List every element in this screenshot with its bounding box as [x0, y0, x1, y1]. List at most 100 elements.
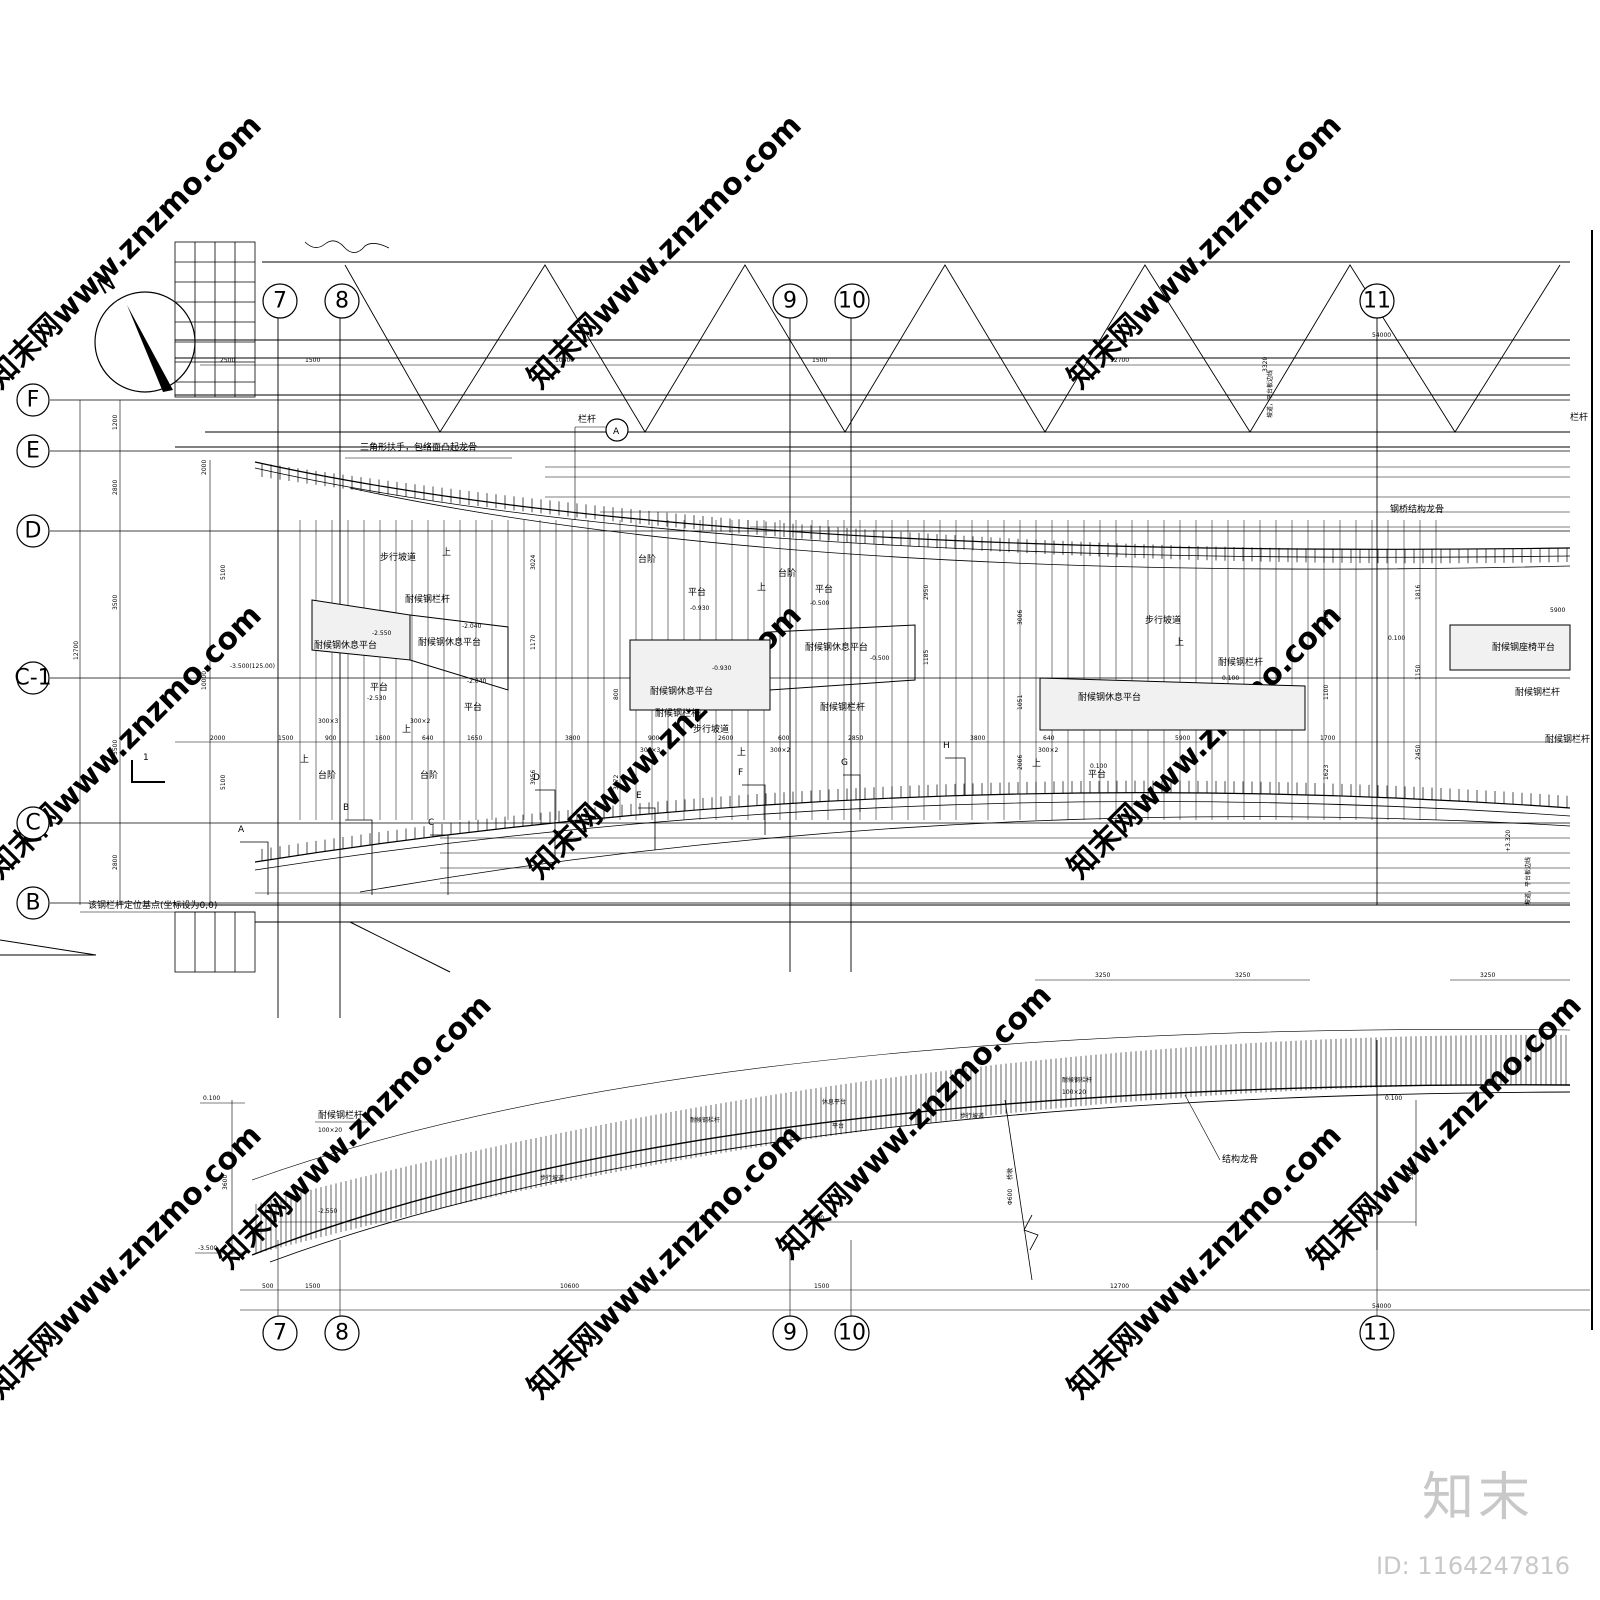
- axis-bubble-10: 10: [834, 283, 870, 319]
- svg-text:5900: 5900: [1550, 607, 1565, 614]
- svg-text:3250: 3250: [1235, 972, 1250, 979]
- svg-text:步行坡道: 步行坡道: [380, 551, 416, 563]
- svg-text:-3.500(125.00): -3.500(125.00): [230, 663, 275, 670]
- svg-text:3800: 3800: [970, 735, 985, 742]
- svg-text:10: 10: [838, 1321, 866, 1346]
- svg-text:E: E: [26, 439, 40, 464]
- svg-text:2950: 2950: [923, 585, 930, 600]
- svg-text:C: C: [428, 818, 434, 828]
- svg-text:300×3: 300×3: [318, 718, 338, 725]
- plan-labels: 三角形扶手，包络面凸起龙骨 栏杆 A 步行坡道 上 耐候钢栏杆 耐候钢休息平台 …: [80, 370, 1590, 913]
- axis-bubble-7-bottom: 7: [262, 1315, 298, 1351]
- svg-text:300×2: 300×2: [1038, 747, 1058, 754]
- svg-text:结构龙骨: 结构龙骨: [1222, 1153, 1258, 1165]
- svg-text:1500: 1500: [278, 735, 293, 742]
- svg-text:2000: 2000: [201, 460, 208, 475]
- column-axes: [277, 318, 1378, 1018]
- svg-text:上: 上: [737, 747, 746, 758]
- svg-text:B: B: [25, 891, 40, 916]
- svg-text:桥墩: 桥墩: [1006, 1168, 1014, 1180]
- section-view: 7 8 9 10 11 耐候钢栏杆 100×20 步行坡道 耐候钢栏杆 休息平台…: [195, 1029, 1590, 1351]
- axis-bubble-9: 9: [772, 283, 808, 319]
- svg-text:耐候钢休息平台: 耐候钢休息平台: [314, 639, 377, 651]
- svg-text:耐候钢栏杆: 耐候钢栏杆: [318, 1109, 363, 1121]
- svg-text:-2.040: -2.040: [462, 623, 482, 630]
- svg-text:1500: 1500: [305, 1283, 320, 1290]
- svg-text:2000: 2000: [210, 735, 225, 742]
- svg-text:0.100: 0.100: [203, 1095, 220, 1102]
- svg-text:10: 10: [838, 289, 866, 314]
- svg-text:耐候钢栏杆: 耐候钢栏杆: [405, 593, 450, 605]
- section-dimensions: 3600 27000 2945 500 1500 10600 1500 1270…: [222, 1165, 1415, 1310]
- svg-text:H: H: [943, 741, 950, 751]
- svg-text:上: 上: [402, 724, 411, 735]
- svg-text:2560: 2560: [1323, 610, 1330, 625]
- svg-text:坡道，平台板边线: 坡道，平台板边线: [1266, 370, 1274, 418]
- svg-text:27000: 27000: [805, 1215, 824, 1222]
- svg-text:2945: 2945: [1408, 1165, 1415, 1180]
- axis-bubble-e: E: [16, 434, 50, 468]
- site-watermark: 知末网www.znzmo.com: [1301, 988, 1589, 1276]
- svg-text:该钢栏杆定位基点(坐标设为0,0): 该钢栏杆定位基点(坐标设为0,0): [88, 899, 217, 911]
- svg-text:2850: 2850: [848, 735, 863, 742]
- svg-text:1051: 1051: [1017, 695, 1024, 710]
- section-elevations: 0.100 -3.500 -2.550 0.100: [195, 1095, 1402, 1254]
- svg-text:Φ600: Φ600: [1007, 1189, 1014, 1205]
- svg-text:A: A: [613, 427, 620, 437]
- site-watermark: 知末网www.znzmo.com: [521, 1118, 809, 1406]
- site-watermark: 知末网www.znzmo.com: [1061, 108, 1349, 396]
- svg-text:平台: 平台: [1088, 768, 1106, 780]
- svg-text:1500: 1500: [814, 1283, 829, 1290]
- axis-bubble-11-bottom: 11: [1359, 1315, 1395, 1351]
- svg-text:-2.530: -2.530: [367, 695, 387, 702]
- svg-text:上: 上: [757, 582, 766, 593]
- svg-text:2800: 2800: [112, 480, 119, 495]
- svg-text:上: 上: [300, 754, 309, 765]
- svg-text:耐候钢休息平台: 耐候钢休息平台: [805, 641, 868, 653]
- svg-text:1600: 1600: [375, 735, 390, 742]
- brand-watermark: 知末: [1421, 1468, 1534, 1528]
- svg-text:3250: 3250: [1095, 972, 1110, 979]
- axis-bubble-c: C: [16, 806, 50, 840]
- svg-text:9: 9: [783, 1321, 797, 1346]
- svg-text:11: 11: [1363, 289, 1391, 314]
- svg-text:2800: 2800: [112, 855, 119, 870]
- svg-text:10600: 10600: [555, 357, 574, 364]
- svg-text:100×20: 100×20: [318, 1127, 342, 1134]
- section-cut-letters: A B C D E F G H: [238, 741, 950, 835]
- svg-text:500: 500: [262, 1283, 274, 1290]
- svg-text:平台: 平台: [464, 701, 482, 713]
- svg-text:-3.500: -3.500: [198, 1245, 218, 1252]
- svg-text:2600: 2600: [718, 735, 733, 742]
- svg-text:300×3: 300×3: [640, 747, 660, 754]
- svg-text:1500: 1500: [812, 357, 827, 364]
- svg-text:3600: 3600: [222, 1175, 229, 1190]
- axis-bubble-8: 8: [324, 283, 360, 319]
- svg-text:1650: 1650: [467, 735, 482, 742]
- svg-text:900: 900: [325, 735, 337, 742]
- svg-text:上: 上: [1032, 758, 1041, 769]
- svg-text:0.100: 0.100: [1385, 1095, 1402, 1102]
- svg-text:0.100: 0.100: [1222, 675, 1239, 682]
- svg-text:54000: 54000: [1372, 332, 1391, 339]
- svg-text:坡道，平台板边线: 坡道，平台板边线: [1524, 857, 1532, 905]
- svg-text:步行坡道: 步行坡道: [693, 723, 729, 735]
- plan-view: N F E D C-1: [0, 240, 1590, 1018]
- site-grid: [174, 240, 390, 973]
- svg-text:台阶: 台阶: [638, 553, 656, 565]
- svg-text:2500: 2500: [220, 357, 235, 364]
- svg-text:步行坡道: 步行坡道: [960, 1112, 984, 1120]
- row-bubbles: F E D C-1 C B: [14, 383, 52, 920]
- svg-text:1623: 1623: [1323, 765, 1330, 780]
- svg-text:1: 1: [143, 753, 149, 763]
- svg-text:12700: 12700: [1110, 1283, 1129, 1290]
- svg-text:12700: 12700: [73, 641, 80, 660]
- plan-elevations: -2.550 -2.040 -2.530 -2.040 -3.500(125.0…: [230, 600, 1405, 770]
- svg-text:耐候钢栏杆: 耐候钢栏杆: [690, 1116, 720, 1124]
- axis-bubble-10-bottom: 10: [834, 1315, 870, 1351]
- axis-bubble-d: D: [16, 514, 50, 548]
- svg-text:5500: 5500: [112, 740, 119, 755]
- plan-bottom-dimensions: 3250 3250 3250 5900 +3.320: [1095, 607, 1565, 979]
- axis-bubble-9-bottom: 9: [772, 1315, 808, 1351]
- column-bubbles-top: 7 8 9 10 11: [262, 283, 1395, 319]
